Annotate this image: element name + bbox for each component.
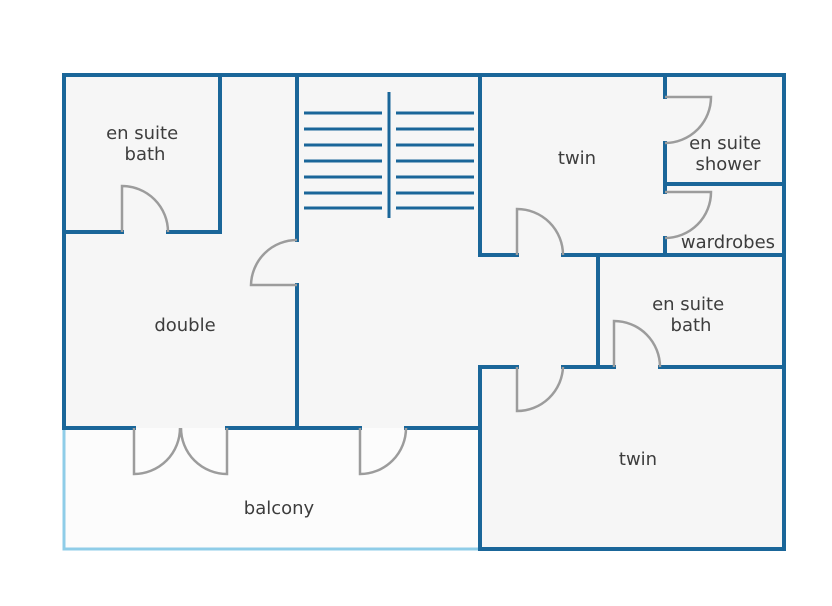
label-line: twin	[558, 148, 596, 169]
doors	[120, 95, 713, 476]
room-label-ensuite-bath-tl: en suite bath	[106, 123, 184, 165]
label-line: wardrobes	[681, 232, 775, 253]
room-label-wardrobes: wardrobes	[681, 232, 775, 253]
label-line: en suite	[106, 123, 178, 144]
door-ensuite-shower[interactable]	[664, 95, 713, 145]
door-balcony-left[interactable]	[132, 427, 182, 476]
door-ensuite-tl[interactable]	[120, 184, 170, 233]
walls	[62, 73, 786, 551]
balcony-floor	[64, 428, 480, 549]
label-line: en suite	[652, 294, 724, 315]
room-label-twin-top: twin	[558, 148, 596, 169]
label-line: double	[154, 315, 215, 336]
door-hall-balcony[interactable]	[358, 427, 408, 476]
door-twin-top[interactable]	[515, 207, 565, 256]
door-ensuite-r[interactable]	[612, 319, 662, 368]
label-line: en suite	[689, 133, 761, 154]
staircase	[304, 92, 474, 218]
door-balcony-right[interactable]	[179, 427, 229, 476]
label-line: bath	[671, 315, 712, 336]
room-labels: en suite bath double twin en suite showe…	[106, 123, 775, 519]
label-line: twin	[619, 449, 657, 470]
label-line: bath	[125, 144, 166, 165]
room-label-double: double	[154, 315, 215, 336]
room-label-ensuite-bath-r: en suite bath	[652, 294, 730, 336]
door-double[interactable]	[249, 238, 298, 287]
door-wardrobes[interactable]	[664, 190, 713, 240]
door-twin-bottom[interactable]	[515, 366, 565, 413]
room-label-twin-bottom: twin	[619, 449, 657, 470]
label-line: balcony	[244, 498, 315, 519]
balcony-rail	[62, 428, 480, 551]
label-line: shower	[696, 154, 762, 175]
room-label-ensuite-shower: en suite shower	[689, 133, 767, 175]
room-label-balcony: balcony	[244, 498, 315, 519]
twin-bottom-floor	[480, 367, 784, 549]
